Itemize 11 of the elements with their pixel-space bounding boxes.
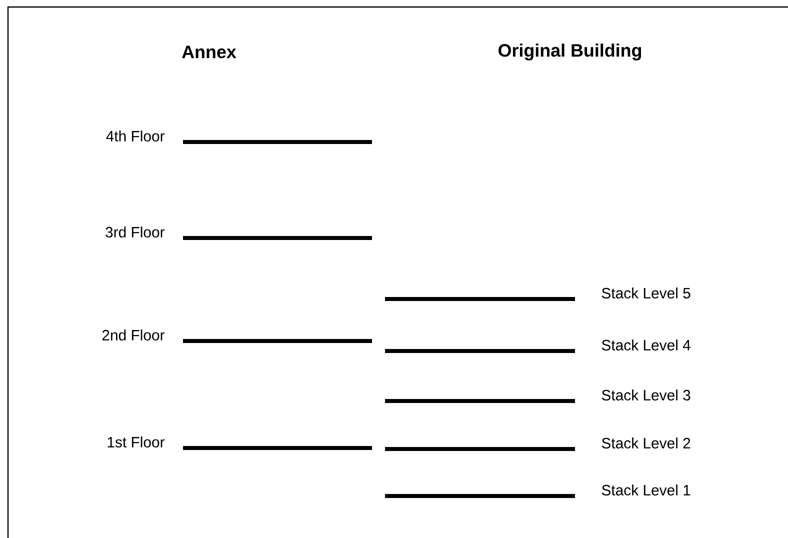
- level-label: Stack Level 2: [602, 438, 690, 448]
- column-heading: Original Building: [498, 44, 642, 60]
- level-label: 4th Floor: [106, 130, 165, 142]
- level-label: 1st Floor: [108, 436, 165, 448]
- column-heading: Annex: [182, 46, 236, 58]
- level-label: Stack Level 3: [602, 390, 690, 400]
- level-label: 2nd Floor: [102, 330, 165, 340]
- level-label: 3rd Floor: [106, 226, 165, 238]
- level-label: Stack Level 4: [602, 340, 690, 350]
- level-label: Stack Level 1: [602, 484, 690, 496]
- level-label: Stack Level 5: [602, 288, 690, 298]
